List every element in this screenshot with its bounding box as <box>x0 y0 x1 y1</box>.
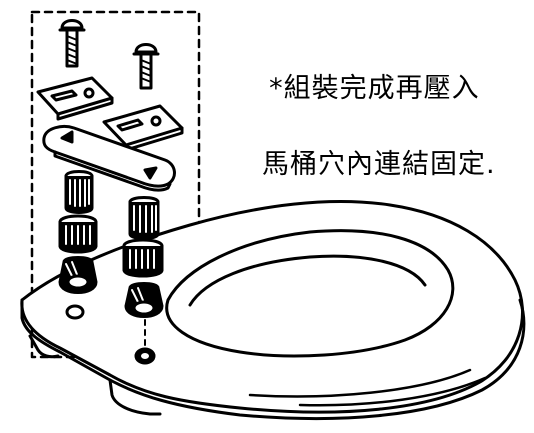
hinge-post-icon <box>124 282 164 318</box>
nut-icon <box>122 238 164 278</box>
mounting-plate-icon <box>36 76 114 121</box>
hinge-post-icon <box>58 256 98 294</box>
nut-icon <box>58 214 98 254</box>
screw-icon <box>58 19 86 68</box>
assembly-note-line-1: *組裝完成再壓入 <box>269 73 480 104</box>
screw-icon <box>132 43 160 90</box>
mounting-hole-left <box>65 304 85 320</box>
expansion-anchor-icon <box>128 196 160 240</box>
expansion-anchor-icon <box>64 170 94 214</box>
assembly-note: *組裝完成再壓入 馬桶穴內連結固定. <box>250 32 496 222</box>
assembly-note-line-2: 馬桶穴內連結固定. <box>262 149 496 180</box>
assembly-guide-box <box>30 10 201 359</box>
hinge-bar-icon <box>42 124 176 192</box>
